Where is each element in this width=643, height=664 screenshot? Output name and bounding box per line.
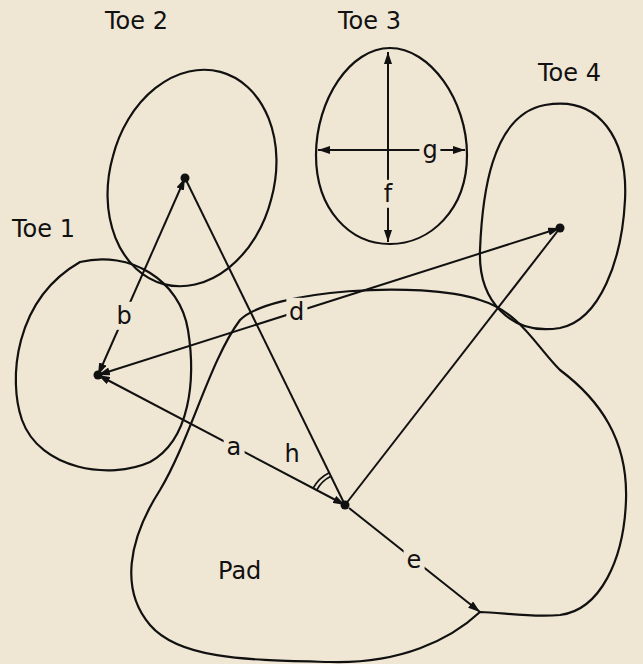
toe-label: Toe 1	[12, 215, 75, 243]
toe-outline	[472, 92, 632, 337]
pad-node: Pad	[118, 278, 633, 664]
dimension-f-arrow	[387, 52, 389, 242]
angle-arc	[313, 473, 329, 489]
angle-arc	[317, 476, 331, 490]
dimension-letter: g	[419, 136, 440, 164]
pad-outline	[131, 290, 626, 663]
label-holder: d	[286, 299, 307, 325]
toe-outline	[100, 62, 290, 297]
toe-outline	[310, 42, 475, 250]
toe-label: Toe 2	[105, 7, 168, 35]
toe-outline	[16, 259, 191, 470]
toe-outline	[10, 250, 200, 475]
measure-line	[98, 178, 185, 375]
toe-node: Toe 1	[10, 250, 200, 475]
label-holder: a	[223, 433, 244, 459]
label-holder: h	[281, 441, 302, 467]
toe-outline	[108, 70, 277, 286]
pad-outline	[118, 278, 633, 664]
dimension-g-arrow	[318, 149, 465, 151]
toe-node: Toe 2	[100, 62, 290, 297]
text-holder: Toe 3	[338, 8, 401, 34]
measure-line	[98, 228, 560, 375]
dimension-letter: h	[281, 440, 302, 468]
label-holder: f	[381, 181, 395, 207]
dimension-letter: a	[223, 432, 244, 460]
toe-node: Toe 4	[472, 92, 632, 337]
toe-label: Toe 4	[538, 59, 601, 87]
toe-label: Toe 3	[338, 7, 401, 35]
label-holder: g	[419, 137, 440, 163]
measure-line	[185, 178, 345, 505]
dimension-letter: b	[113, 302, 134, 330]
text-holder: Toe 4	[538, 60, 601, 86]
toe-outline	[316, 48, 467, 244]
toe-outline	[480, 104, 625, 330]
measure-line	[98, 375, 345, 505]
pad-label: Pad	[218, 557, 261, 585]
dimension-e-arrow	[349, 508, 480, 612]
measure-line	[345, 228, 560, 505]
toe-node: Toe 3	[310, 42, 475, 250]
label-holder: b	[113, 303, 134, 329]
dimension-letter: f	[381, 180, 395, 208]
text-holder: Toe 2	[105, 8, 168, 34]
text-holder: Toe 1	[12, 216, 75, 242]
dimension-letter: d	[286, 298, 307, 326]
label-holder: e	[404, 547, 425, 573]
dimension-letter: e	[404, 546, 425, 574]
text-holder: Pad	[218, 558, 261, 584]
